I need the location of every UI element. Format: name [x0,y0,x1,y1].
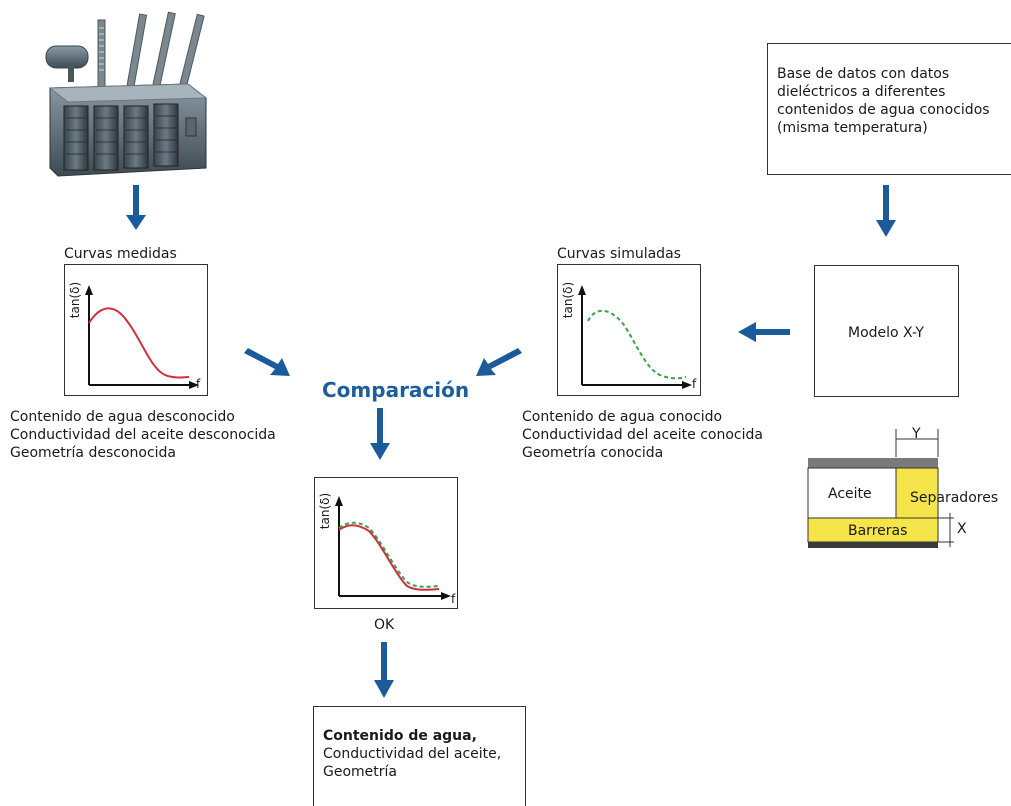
xy-oil-label: Aceite [828,486,872,502]
result-box: Contenido de agua, Conductividad del ace… [313,706,526,806]
measured-axis-x: f [196,377,201,391]
database-box: Base de datos con datos dieléctricos a d… [767,43,1011,175]
arrow-down-icon [126,185,146,230]
measured-line-2: Conductividad del aceite desconocida [10,427,276,443]
result-line-1: Conductividad del aceite, [323,746,502,762]
arrow-left-icon [738,322,790,342]
measured-plot: tan(δ) f [64,264,208,396]
arrow-down-icon [374,642,394,698]
comparison-axis-y: tan(δ) [318,492,333,530]
measured-description: Contenido de agua desconocido Conductivi… [10,408,276,462]
simulated-plot: tan(δ) f [557,264,701,396]
xy-spacers-label: Separadores [910,490,999,506]
measured-axis-y: tan(δ) [68,281,83,319]
database-line-3: contenidos de agua conocidos [777,102,990,118]
arrow-diagonal-icon [244,348,292,380]
xy-x-label: X [957,521,967,537]
xy-model-diagram: Y Aceite Separadores Barreras X [806,425,1011,555]
arrow-down-icon [876,185,896,237]
model-xy-box: Modelo X-Y [814,265,959,397]
result-bold-line: Contenido de agua, [323,728,477,744]
model-xy-label: Modelo X-Y [848,325,924,341]
database-line-1: Base de datos con datos [777,66,950,82]
simulated-description: Contenido de agua conocido Conductividad… [522,408,763,462]
xy-y-label: Y [912,426,921,442]
comparison-label: Comparación [322,378,470,402]
comparison-axis-x: f [451,592,456,606]
ok-label: OK [374,617,395,633]
arrow-down-icon [370,408,390,460]
measured-line-1: Contenido de agua desconocido [10,409,235,425]
simulated-line-3: Geometría conocida [522,445,664,461]
xy-barriers-label: Barreras [848,523,908,539]
comparison-plot: tan(δ) f [314,477,458,609]
simulated-axis-x: f [692,377,697,391]
transformer-icon [38,8,218,183]
measured-title: Curvas medidas [64,246,177,262]
result-line-2: Geometría [323,764,397,780]
simulated-line-2: Conductividad del aceite conocida [522,427,763,443]
database-line-2: dieléctricos a diferentes [777,84,946,100]
measured-line-3: Geometría desconocida [10,445,176,461]
simulated-line-1: Contenido de agua conocido [522,409,723,425]
simulated-title: Curvas simuladas [557,246,681,262]
database-line-4: (misma temperatura) [777,120,928,136]
simulated-axis-y: tan(δ) [561,281,576,319]
arrow-diagonal-icon [474,348,522,380]
